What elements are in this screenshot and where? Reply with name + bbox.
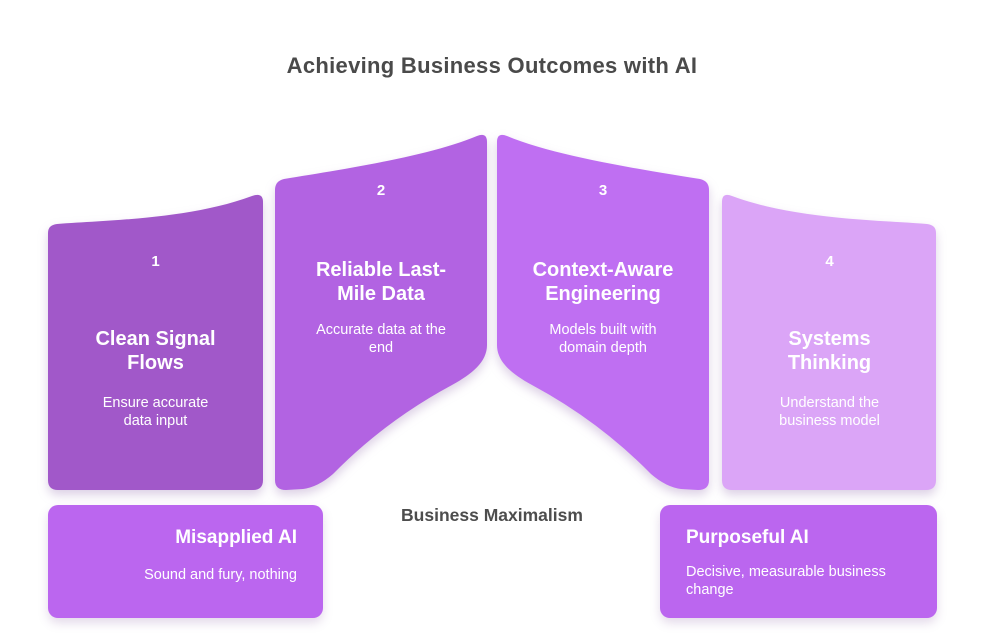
callout-right-title: Purposeful AI: [686, 527, 809, 548]
callout-right-subtitle: Decisive, measurable business change: [686, 564, 886, 598]
pillar-1-subtitle: Ensure accurate data input: [102, 395, 209, 429]
arch-center-label: Business Maximalism: [401, 505, 583, 525]
pillar-4-title: Systems Thinking: [787, 328, 872, 374]
callout-left-title: Misapplied AI: [175, 527, 297, 548]
pillar-3: 3 Context-Aware Engineering Models built…: [497, 135, 709, 490]
pillar-1-shape: [48, 194, 263, 490]
pillar-1-title: Clean Signal Flows: [95, 328, 216, 374]
pillar-3-number: 3: [598, 182, 608, 199]
pillar-4-shape: [722, 194, 936, 490]
page-title: Achieving Business Outcomes with AI: [286, 53, 698, 78]
callout-purposeful-ai: Purposeful AI Decisive, measurable busin…: [660, 505, 937, 618]
pillar-2-shape: [275, 134, 487, 490]
pillar-4-subtitle: Understand the business model: [779, 395, 880, 429]
callout-misapplied-ai: Misapplied AI Sound and fury, nothing: [48, 505, 323, 618]
pillar-3-shape: [497, 134, 709, 490]
pillar-2-number: 2: [376, 182, 386, 199]
pillar-3-subtitle: Models built with domain depth: [549, 322, 657, 356]
pillar-1: 1 Clean Signal Flows Ensure accurate dat…: [48, 193, 263, 490]
callout-left-subtitle: Sound and fury, nothing: [144, 567, 297, 583]
pillar-4: 4 Systems Thinking Understand the busine…: [722, 193, 937, 490]
pillar-2-subtitle: Accurate data at the end: [316, 322, 446, 356]
pillar-2-title: Reliable Last-Mile Data: [315, 259, 447, 305]
pillar-1-number: 1: [151, 253, 160, 270]
pillar-3-title: Context-Aware Engineering: [532, 259, 674, 305]
pillar-2: 2 Reliable Last-Mile Data Accurate data …: [275, 135, 487, 490]
pillar-4-number: 4: [825, 253, 834, 270]
